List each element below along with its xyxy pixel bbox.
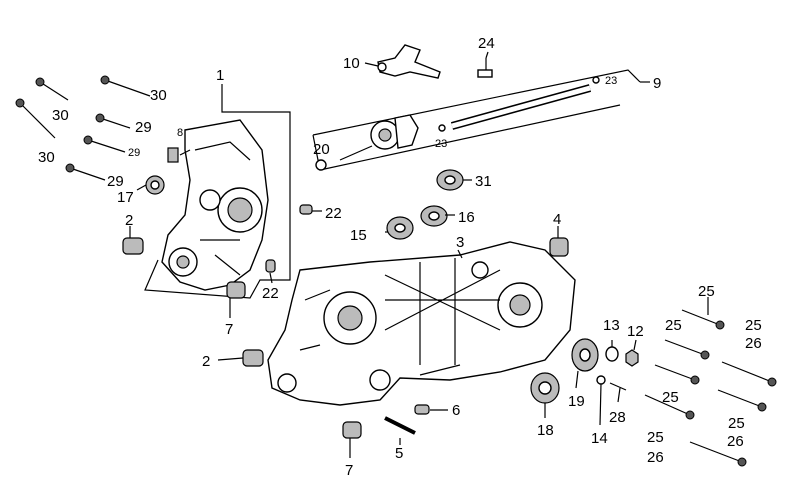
callout-9: 9 bbox=[653, 75, 661, 92]
bearings bbox=[386, 169, 639, 404]
callout-6: 6 bbox=[452, 402, 460, 419]
callout-25-f: 25 bbox=[647, 429, 664, 446]
callout-22-upper: 22 bbox=[325, 205, 342, 222]
callout-26-c: 26 bbox=[647, 449, 664, 466]
callout-23-left: 23 bbox=[435, 138, 447, 150]
left-crankcase bbox=[144, 84, 291, 299]
callout-29-a: 29 bbox=[135, 119, 152, 136]
callout-30-c: 30 bbox=[38, 149, 55, 166]
callout-22-lower: 22 bbox=[262, 285, 279, 302]
callout-18: 18 bbox=[537, 422, 554, 439]
callout-30-a: 30 bbox=[150, 87, 167, 104]
callout-25-d: 25 bbox=[662, 389, 679, 406]
callout-4: 4 bbox=[553, 211, 561, 228]
callout-30-b: 30 bbox=[52, 107, 69, 124]
callout-10: 10 bbox=[343, 55, 360, 72]
callout-25-e: 25 bbox=[728, 415, 745, 432]
callout-24: 24 bbox=[478, 35, 495, 52]
callout-2-upper: 2 bbox=[125, 212, 133, 229]
callout-25-c: 25 bbox=[745, 317, 762, 334]
callout-29-c: 29 bbox=[107, 173, 124, 190]
lever-and-bolt bbox=[377, 44, 493, 79]
callout-23-right: 23 bbox=[605, 75, 617, 87]
callout-17: 17 bbox=[117, 189, 134, 206]
right-crankcase bbox=[267, 241, 576, 406]
callout-31: 31 bbox=[475, 173, 492, 190]
callout-labels: 1 2 2 3 4 5 6 7 7 8 9 10 12 13 14 15 16 … bbox=[38, 35, 762, 479]
callout-16: 16 bbox=[458, 209, 475, 226]
callout-7-lower: 7 bbox=[345, 462, 353, 479]
callout-8: 8 bbox=[177, 127, 183, 139]
callout-19: 19 bbox=[568, 393, 585, 410]
dowels-bushings bbox=[122, 204, 569, 439]
callout-26-a: 26 bbox=[745, 335, 762, 352]
callout-28: 28 bbox=[609, 409, 626, 426]
callout-3: 3 bbox=[456, 234, 464, 251]
callout-12: 12 bbox=[627, 323, 644, 340]
callout-20: 20 bbox=[313, 141, 330, 158]
callout-15: 15 bbox=[350, 227, 367, 244]
callout-7-upper: 7 bbox=[225, 321, 233, 338]
oil-pump-group bbox=[312, 69, 641, 171]
right-bolts bbox=[644, 309, 777, 467]
callout-5: 5 bbox=[395, 445, 403, 462]
callout-1: 1 bbox=[216, 67, 224, 84]
callout-2-lower: 2 bbox=[202, 353, 210, 370]
callout-25-a: 25 bbox=[698, 283, 715, 300]
callout-13: 13 bbox=[603, 317, 620, 334]
leader-lines bbox=[129, 51, 709, 458]
callout-29-b: 29 bbox=[128, 147, 140, 159]
callout-14: 14 bbox=[591, 430, 608, 447]
callout-26-b: 26 bbox=[727, 433, 744, 450]
left-bolts bbox=[15, 75, 151, 181]
callout-25-b: 25 bbox=[665, 317, 682, 334]
